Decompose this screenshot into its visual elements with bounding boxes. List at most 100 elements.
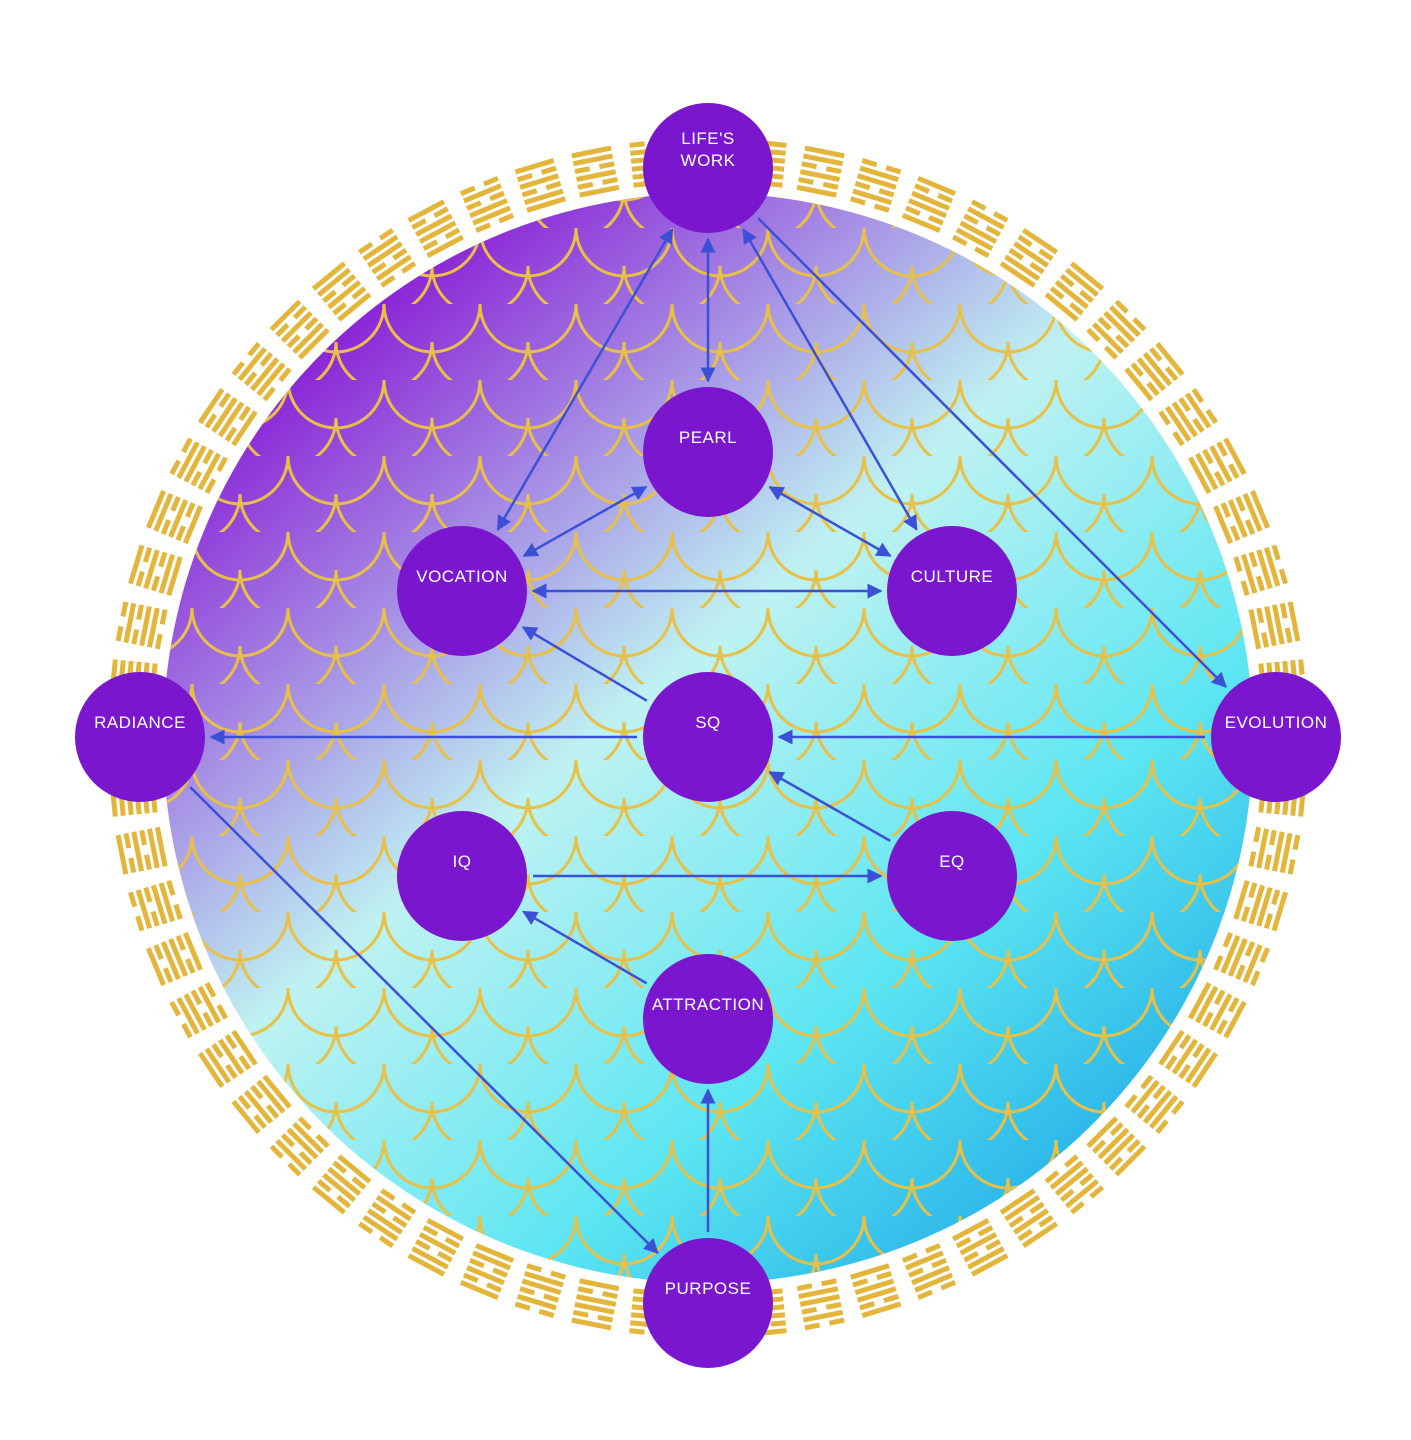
- hexagram-line: [1293, 834, 1301, 850]
- node-sq[interactable]: SQ: [643, 672, 773, 802]
- hexagram-block: [515, 158, 566, 213]
- hexagram-line: [937, 193, 953, 203]
- hexagram-block: [1233, 545, 1288, 596]
- hexagram-line: [879, 188, 895, 197]
- hexagram-block: [460, 176, 514, 233]
- hexagram-line: [1235, 964, 1245, 980]
- hexagram-block: [571, 146, 619, 198]
- node-label: IQ: [453, 852, 472, 871]
- hexagram-block: [515, 1263, 566, 1318]
- hexagram-line: [1245, 519, 1255, 535]
- hexagram-block: [146, 490, 203, 544]
- hexagram-line: [578, 182, 594, 190]
- hexagram-line: [1248, 882, 1257, 898]
- hexagram-line: [852, 1278, 868, 1287]
- hexagram-line: [119, 660, 125, 675]
- hexagram-line: [629, 141, 644, 147]
- node-label: VOCATION: [416, 567, 508, 586]
- hexagram-line: [917, 176, 956, 196]
- hexagram-line: [876, 1271, 892, 1280]
- node-purpose[interactable]: PURPOSE: [643, 1238, 773, 1368]
- node-radiance[interactable]: RADIANCE: [75, 672, 205, 802]
- hexagram-line: [1235, 496, 1245, 512]
- hexagram-block: [1248, 827, 1300, 875]
- hexagram-line: [862, 158, 878, 167]
- hexagram-line: [1260, 947, 1270, 963]
- hexagram-block: [232, 1075, 292, 1134]
- hexagram-line: [155, 634, 163, 650]
- hexagram-line: [1264, 913, 1273, 929]
- hexagram-line: [153, 944, 163, 960]
- node-label: RADIANCE: [94, 713, 186, 732]
- hexagram-line: [517, 173, 533, 182]
- hexagram-line: [486, 1282, 502, 1292]
- hexagram-line: [128, 857, 136, 873]
- hexagram-line: [166, 880, 175, 896]
- hexagram-line: [850, 196, 866, 205]
- hexagram-line: [135, 916, 144, 932]
- node-circle: [1211, 672, 1341, 802]
- hexagram-line: [1220, 502, 1230, 518]
- node-evolution[interactable]: EVOLUTION: [1211, 672, 1341, 802]
- hexagram-block: [128, 880, 183, 931]
- hexagram-line: [127, 800, 133, 815]
- hexagram-line: [599, 161, 615, 169]
- hexagram-line: [821, 1278, 837, 1286]
- hexagram-line: [1269, 830, 1277, 846]
- hexagram-line: [143, 547, 152, 563]
- hexagram-line: [602, 1291, 618, 1299]
- node-attraction[interactable]: ATTRACTION: [643, 954, 773, 1084]
- hexagram-block: [146, 932, 203, 986]
- hexagram-block: [797, 1278, 845, 1330]
- hexagram-block: [1124, 342, 1184, 401]
- hexagram-line: [483, 176, 499, 186]
- hexagram-line: [116, 626, 124, 642]
- node-label: LIFE'S: [681, 129, 735, 148]
- hexagram-line: [1280, 603, 1288, 619]
- hexagram-line: [183, 505, 203, 544]
- node-circle: [397, 811, 527, 941]
- hexagram-line: [176, 935, 186, 951]
- hexagram-line: [151, 911, 160, 927]
- hexagram-line: [928, 215, 944, 225]
- node-iq[interactable]: IQ: [397, 811, 527, 941]
- hexagram-block: [952, 1218, 1008, 1277]
- hexagram-block: [358, 1188, 416, 1248]
- node-circle: [887, 811, 1017, 941]
- node-vocation[interactable]: VOCATION: [397, 526, 527, 656]
- hexagram-line: [1285, 627, 1293, 643]
- hexagram-line: [574, 166, 590, 174]
- node-eq[interactable]: EQ: [887, 811, 1017, 941]
- hexagram-block: [1158, 1030, 1218, 1088]
- hexagram-block: [1045, 1154, 1104, 1214]
- hexagram-line: [460, 1280, 499, 1300]
- hexagram-line: [908, 1267, 924, 1277]
- hexagram-block: [358, 228, 416, 288]
- hexagram-line: [1279, 569, 1288, 585]
- hexagram-block: [1086, 1116, 1146, 1176]
- hexagram-block: [460, 1243, 514, 1300]
- hexagram-block: [1158, 388, 1218, 446]
- hexagram-line: [801, 1307, 817, 1315]
- hexagram-line: [602, 177, 618, 185]
- hexagram-line: [931, 1258, 947, 1268]
- node-culture[interactable]: CULTURE: [887, 526, 1017, 656]
- hexagram-line: [543, 1294, 559, 1303]
- hexagram-line: [905, 206, 921, 216]
- hexagram-line: [492, 1267, 508, 1277]
- hexagram-line: [550, 1271, 566, 1280]
- hexagram-line: [163, 967, 173, 983]
- hexagram-block: [1233, 880, 1288, 931]
- node-pearl[interactable]: PEARL: [643, 387, 773, 517]
- hexagram-line: [1272, 545, 1281, 561]
- hexagram-line: [905, 1250, 944, 1270]
- hexagram-line: [1233, 556, 1242, 572]
- hexagram-line: [519, 1286, 535, 1295]
- hexagram-block: [902, 176, 956, 233]
- node-label: SQ: [695, 713, 721, 732]
- node-label: CULTURE: [911, 567, 994, 586]
- hexagram-line: [526, 1263, 542, 1272]
- hexagram-line: [1250, 970, 1260, 986]
- hexagram-block: [169, 982, 228, 1038]
